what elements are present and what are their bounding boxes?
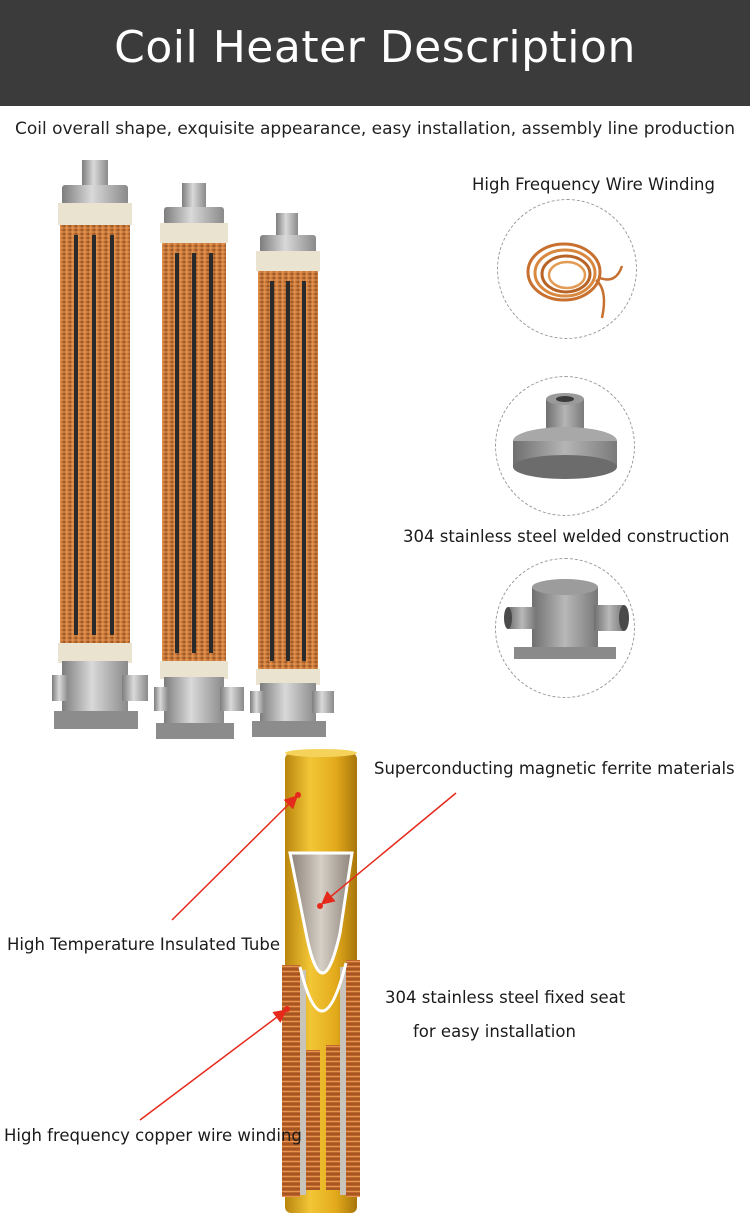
fixed-seat-label-line2: for easy installation (413, 1022, 576, 1041)
fixed-seat-label-line1: 304 stainless steel fixed seat (385, 988, 626, 1007)
cutaway-diagram (139, 749, 457, 1213)
top-cap-circle (495, 376, 635, 516)
page-subtitle: Coil overall shape, exquisite appearance… (14, 119, 736, 139)
copper-winding-label: High frequency copper wire winding (4, 1126, 302, 1145)
insulated-tube-label: High Temperature Insulated Tube (7, 935, 280, 954)
coil-column-3 (250, 213, 334, 737)
copper-wire-coil-icon (526, 242, 624, 319)
wire-winding-label: High Frequency Wire Winding (472, 175, 715, 194)
ferrite-core (288, 851, 354, 975)
ferrite-label: Superconducting magnetic ferrite materia… (374, 759, 735, 778)
coil-heaters-photo (52, 160, 334, 739)
wire-winding-circle (497, 199, 637, 339)
coil-column-1 (52, 160, 148, 729)
steel-base-icon (504, 579, 629, 659)
coil-column-2 (154, 183, 244, 739)
copper-winding (282, 960, 360, 1197)
annotation-arrows (139, 792, 457, 1121)
welded-construction-label: 304 stainless steel welded construction (403, 527, 730, 546)
header-bar (0, 0, 750, 106)
steel-cap-icon (513, 393, 617, 479)
base-fitting-circle (495, 558, 635, 698)
page-title: Coil Heater Description (114, 22, 636, 73)
